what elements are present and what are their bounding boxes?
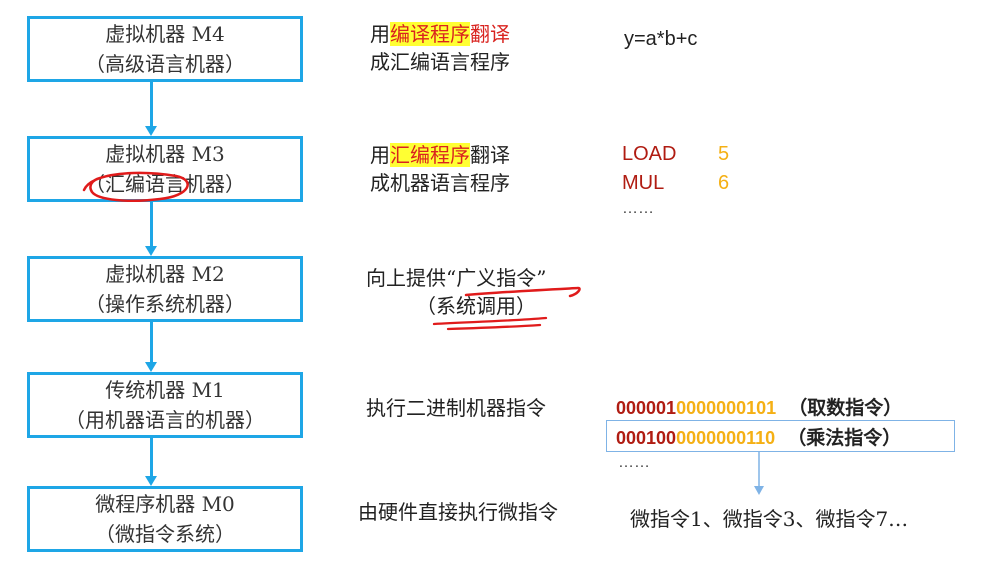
bin-mul-opcode: 000100 xyxy=(616,428,677,448)
desc-m4-prefix: 用 xyxy=(370,22,390,46)
arrow-head-m3-m2 xyxy=(145,246,157,256)
micro-arrow-head xyxy=(754,486,764,495)
level-box-m1: 传统机器 M1 （用机器语言的机器） xyxy=(27,372,303,438)
desc-m1: 执行二进制机器指令 xyxy=(366,396,546,420)
bin-more: …… xyxy=(618,454,650,471)
arrow-head-m2-m1 xyxy=(145,362,157,372)
desc-m3-prefix: 用 xyxy=(370,143,390,167)
desc-m3-assembler: 汇编程序 xyxy=(390,143,470,167)
desc-m2-line1: 向上提供“广义指令” xyxy=(366,266,547,290)
level-m4-name: 虚拟机器 M4 xyxy=(105,22,225,46)
micro-example: 微指令1、微指令3、微指令7… xyxy=(630,507,909,531)
level-box-m3: 虚拟机器 M3 （汇编语言机器） xyxy=(27,136,303,202)
level-m2-name: 虚拟机器 M2 xyxy=(105,262,225,286)
level-m3-name: 虚拟机器 M3 xyxy=(105,142,225,166)
level-m3-desc: （汇编语言机器） xyxy=(85,172,245,196)
desc-m3-line2: 成机器语言程序 xyxy=(370,171,510,195)
desc-m4-compiler: 编译程序 xyxy=(390,22,470,46)
asm-more: …… xyxy=(622,200,654,217)
asm-arg-mul: 6 xyxy=(718,172,730,194)
arrow-m4-m3 xyxy=(150,82,153,126)
desc-m4-translate: 翻译 xyxy=(470,22,510,46)
desc-m2-line2: （系统调用） xyxy=(416,294,536,318)
level-m0-desc: （微指令系统） xyxy=(95,522,235,546)
bin-mul-note: （乘法指令） xyxy=(787,427,902,449)
desc-m3-translate: 翻译 xyxy=(470,143,510,167)
bin-load-opcode: 000001 xyxy=(616,398,677,418)
desc-m4-line2: 成汇编语言程序 xyxy=(370,50,510,74)
bin-row-mul: 0001000000000110 （乘法指令） xyxy=(616,423,901,450)
arrow-m1-m0 xyxy=(150,438,153,476)
level-m0-name: 微程序机器 M0 xyxy=(95,492,235,516)
level-m1-desc: （用机器语言的机器） xyxy=(65,408,265,432)
bin-row-mul-box xyxy=(606,420,955,452)
bin-row-load: 0000010000000101 （取数指令） xyxy=(616,393,902,420)
level-m4-desc: （高级语言机器） xyxy=(85,52,245,76)
level-m1-name: 传统机器 M1 xyxy=(105,378,225,402)
level-box-m4: 虚拟机器 M4 （高级语言机器） xyxy=(27,16,303,82)
arrow-m3-m2 xyxy=(150,202,153,246)
expr-example: y=a*b+c xyxy=(624,28,698,50)
asm-op-mul: MUL xyxy=(622,172,665,194)
desc-m3: 用汇编程序翻译 成机器语言程序 xyxy=(370,141,510,197)
level-box-m2: 虚拟机器 M2 （操作系统机器） xyxy=(27,256,303,322)
desc-m4: 用编译程序翻译 成汇编语言程序 xyxy=(370,20,510,76)
level-m2-desc: （操作系统机器） xyxy=(85,292,245,316)
desc-m2: 向上提供“广义指令” （系统调用） xyxy=(366,264,546,320)
arrow-m2-m1 xyxy=(150,322,153,362)
asm-op-load: LOAD xyxy=(622,143,677,165)
arrow-head-m1-m0 xyxy=(145,476,157,486)
bin-load-addr: 0000000101 xyxy=(676,398,777,418)
bin-load-note: （取数指令） xyxy=(788,397,903,419)
desc-m0: 由硬件直接执行微指令 xyxy=(358,500,558,524)
bin-mul-addr: 0000000110 xyxy=(676,428,776,448)
asm-arg-load: 5 xyxy=(718,143,730,165)
level-box-m0: 微程序机器 M0 （微指令系统） xyxy=(27,486,303,552)
arrow-head-m4-m3 xyxy=(145,126,157,136)
